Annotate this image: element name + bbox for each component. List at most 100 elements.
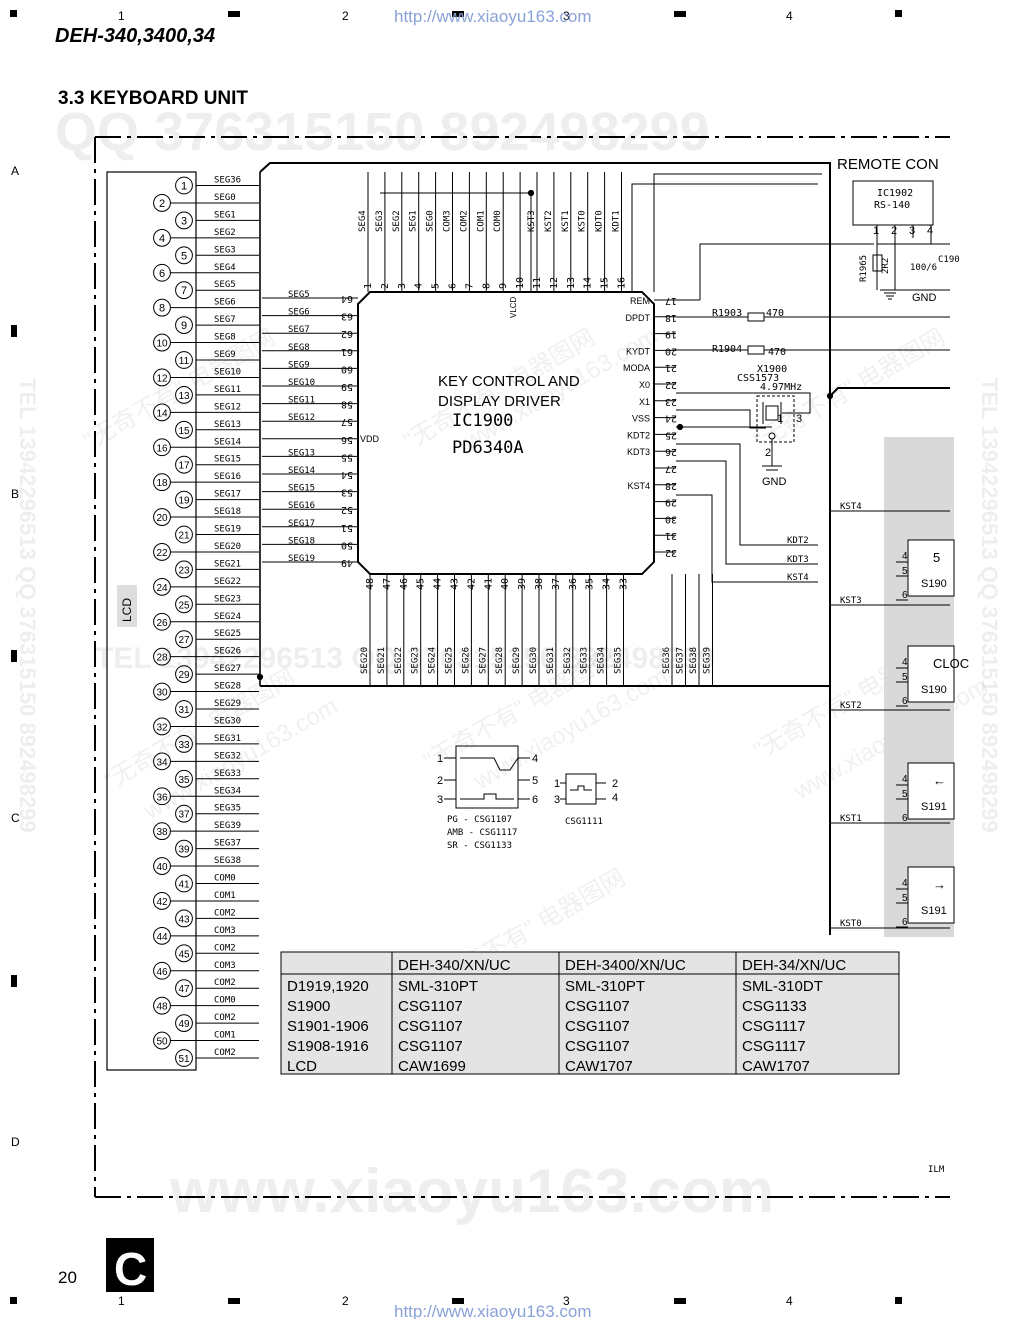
lcd-bus-junction [256,673,264,681]
ic-right-pin-label: DPDT [626,313,651,323]
rem-wire-up [699,243,874,300]
lcd-pin-number: 29 [178,670,190,681]
ic-bottom-pin-number: 40 [500,578,511,590]
lcd-pin-number: 42 [156,897,168,908]
ic-top-pin-number: 8 [481,283,492,289]
grid-col-4-top: 4 [786,9,793,23]
table-cell: CSG1107 [565,998,630,1015]
kdt1-wire [631,183,818,292]
ic-right-pin-number: 22 [665,379,677,390]
ic-left-pin-signal: SEG6 [288,308,310,318]
ic-top-pin-signal: SEG2 [392,210,402,232]
lcd-pin-circle [175,525,193,544]
lcd-pin-number: 39 [178,845,190,856]
ic-top-pin-signal: KST2 [544,210,554,232]
ic-left-pin-number: 55 [341,451,353,462]
source-url-top[interactable]: http://www.xiaoyu163.com [394,7,591,26]
lcd-pin-number: 45 [178,949,190,960]
lcd-signal-label: SEG20 [214,542,241,552]
ic-left-pin-label: VDD [360,434,380,444]
kdt2-wire [676,443,818,546]
x1-wire [676,409,766,429]
x1900-pin-2: 2 [765,447,771,459]
ic-left-pin-signal: SEG13 [288,448,315,458]
right-bus-junction [826,392,834,400]
page-number: 20 [58,1268,77,1287]
lcd-signal-label: SEG30 [214,716,241,726]
lcd-connector-body [106,171,197,1071]
lcd-pin-number: 50 [156,1037,168,1048]
table-cell: CSG1133 [742,998,807,1015]
lcd-signal-label: SEG24 [214,612,241,622]
csg1111-pin-3: 3 [554,794,560,806]
grid-col-2-bottom: 2 [342,1294,349,1308]
lcd-pin-circle [175,630,193,649]
ic-bottom-pin-signal: SEG26 [461,647,471,674]
lcd-signal-label: SEG34 [214,786,241,796]
source-url-bottom[interactable]: http://www.xiaoyu163.com [394,1302,591,1319]
lcd-signal-label: SEG22 [214,577,241,587]
lcd-pin-circle [175,595,193,614]
ic-top-pin-number: 3 [397,283,408,289]
lcd-signal-label: SEG16 [214,472,241,482]
ic-bottom-pin-signal: SEG31 [546,647,556,674]
table-cell: CSG1107 [398,1018,463,1035]
lcd-signal-label: SEG39 [214,821,241,831]
ic-top-pin-signal: COM3 [443,210,453,232]
table-cell: CAW1699 [398,1058,466,1075]
switch-ref-4: S191 [921,905,947,917]
x1900-pin-3: 3 [796,413,802,425]
ic-right-pin-label: X1 [639,397,650,407]
table-cell: SML-310PT [398,978,478,995]
lcd-pin-circle [175,560,193,579]
ic-left-pin-signal: SEG12 [288,413,315,423]
table-cell: SML-310DT [742,978,823,995]
lcd-pin-number: 14 [156,408,168,419]
lcd-signal-label: SEG17 [214,490,241,500]
lcd-signal-label: SEG35 [214,804,241,814]
ic-left-pin-number: 60 [341,363,353,374]
grid-col-1-bottom: 1 [118,1294,125,1308]
watermark-qq-top: QQ 376315150 892498299 [55,102,710,162]
ic-top-pin-number: 6 [448,283,459,289]
ic-right-pin-number: 32 [665,547,677,558]
ic1902-pin-number: 4 [927,225,933,237]
switch-pin-5: 5 [902,566,908,577]
lcd-pin-number: 2 [159,198,165,210]
ic-top-pin-signal: KST1 [561,210,571,232]
ic1900-ref: IC1900 [452,411,513,431]
switch-legend-pin-left: 3 [437,794,443,806]
lcd-signal-label: COM2 [214,978,236,988]
lcd-signal-label: COM1 [214,1031,236,1041]
ic-bottom-pin-number: 33 [619,578,630,590]
table-cell: CSG1107 [565,1018,630,1035]
lcd-signal-label: SEG32 [214,751,241,761]
ic-left-pin-number: 49 [341,557,353,568]
lcd-pin-circle [175,769,193,788]
lcd-signal-label: COM1 [214,891,236,901]
ic-bottom-pin-number: 42 [466,578,477,590]
lcd-pin-circle [175,281,193,300]
lcd-pin-circle [175,909,193,928]
ic-bottom-pin-number: 34 [602,578,613,590]
ic-left-pin-number: 56 [341,434,353,445]
switch-pin-5: 5 [902,789,908,800]
ic-top-pin-number: 7 [464,283,475,289]
lcd-pin-number: 1 [181,181,187,193]
ic-left-pin-signal: SEG17 [288,519,315,529]
lcd-pin-number: 46 [156,967,168,978]
ic1902-pin4-wire [930,225,950,245]
ic-top-pin-number: 14 [583,277,594,289]
ic-bottom-pin-signal: SEG22 [394,647,404,674]
grid-row-a: A [11,164,19,178]
lcd-pin-number: 35 [178,775,190,786]
ic-top-pin-number: 12 [549,277,560,289]
table-cell: CSG1107 [398,1038,463,1055]
ic-right-pin-number: 23 [665,396,677,407]
ic-right-pin-number: 25 [665,429,677,440]
lcd-pin-number: 22 [156,548,168,559]
page-letter: C [114,1243,147,1295]
ic-bottom-pin-number: 43 [450,578,461,590]
ic-top-pin-number: 10 [515,277,526,289]
